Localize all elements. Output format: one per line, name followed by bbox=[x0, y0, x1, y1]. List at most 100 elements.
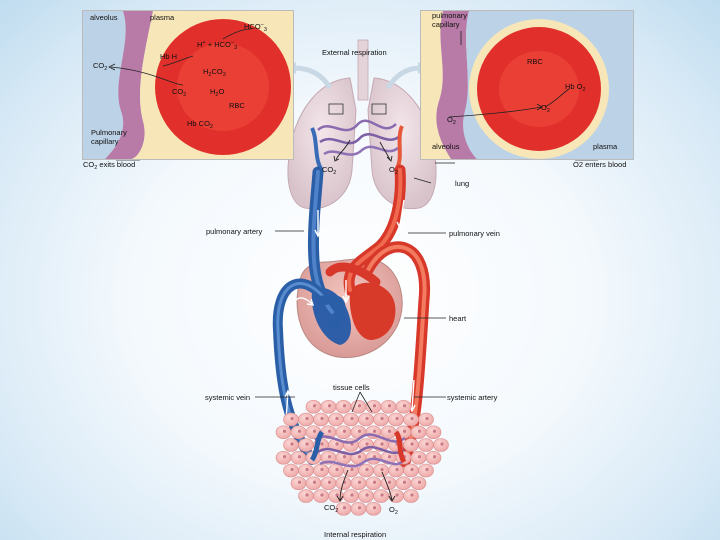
tissue-cell-nucleus bbox=[357, 480, 362, 484]
tissue-cell-nucleus bbox=[312, 404, 317, 408]
tissue-cell-nucleus bbox=[357, 455, 362, 459]
tissue-cell-nucleus bbox=[372, 506, 377, 510]
label-hb-o2: Hb O2 bbox=[565, 82, 586, 93]
tissue-cell-nucleus bbox=[395, 467, 399, 472]
tissue-cell-nucleus bbox=[327, 480, 332, 484]
tissue-cell-nucleus bbox=[282, 455, 287, 459]
right-inset-panel bbox=[420, 10, 634, 160]
label-systemic-vein: systemic vein bbox=[205, 393, 251, 402]
tissue-cell-nucleus bbox=[440, 442, 444, 446]
tissue-cell-nucleus bbox=[365, 416, 369, 421]
tissue-cell-nucleus bbox=[402, 429, 407, 433]
label-co2-exits-blood: CO2 exits blood bbox=[83, 160, 136, 171]
label-pulmonary-capillary-left: Pulmonary capillary bbox=[91, 128, 127, 146]
tissue-cell-nucleus bbox=[335, 467, 339, 472]
tissue-cell-nucleus bbox=[342, 455, 347, 459]
label-o2-tissue: O2 bbox=[389, 505, 398, 516]
tissue-cell-nucleus bbox=[395, 493, 399, 497]
tissue-cell-nucleus bbox=[305, 467, 309, 472]
tissue-cell-nucleus bbox=[290, 467, 294, 472]
tissue-cell-nucleus bbox=[320, 442, 324, 446]
tissue-cell-nucleus bbox=[357, 429, 362, 433]
tissue-cell-nucleus bbox=[417, 480, 422, 484]
tissue-cell-nucleus bbox=[342, 506, 347, 510]
label-heart: heart bbox=[449, 314, 467, 323]
gas-exchange-arrows bbox=[333, 139, 396, 502]
tissue-cell-nucleus bbox=[312, 429, 317, 433]
tissue-cell-nucleus bbox=[305, 493, 309, 497]
tissue-cell-nucleus bbox=[357, 506, 362, 510]
tissue-cell-nucleus bbox=[350, 467, 354, 472]
tissue-cell-nucleus bbox=[372, 404, 377, 408]
tissue-cell-nucleus bbox=[357, 404, 362, 408]
tissue-cell-nucleus bbox=[327, 429, 332, 433]
label-hb-co2: Hb CO2 bbox=[187, 119, 213, 130]
tissue-capillary-network bbox=[309, 430, 407, 468]
tissue-cell-nucleus bbox=[335, 442, 339, 446]
tissue-cell-nucleus bbox=[380, 442, 384, 446]
label-alveolus-right: alveolus bbox=[432, 142, 460, 151]
tissue-cell-nucleus bbox=[417, 455, 422, 459]
tissue-cell-nucleus bbox=[290, 416, 294, 421]
label-internal-respiration: Internal respiration bbox=[324, 530, 387, 539]
tissue-cell-nucleus bbox=[387, 429, 392, 433]
tissue-cell-nucleus bbox=[425, 416, 429, 421]
label-external-respiration: External respiration bbox=[322, 48, 387, 57]
tissue-cell-nucleus bbox=[410, 467, 414, 472]
left-inset-panel bbox=[82, 10, 294, 160]
label-o2-alveolus: O2 bbox=[447, 115, 456, 126]
label-plasma-right: plasma bbox=[593, 142, 618, 151]
tissue-cell-nucleus bbox=[290, 442, 294, 446]
tissue-cell-nucleus bbox=[380, 416, 384, 421]
lung-zoom-box-right bbox=[371, 103, 387, 115]
leader-lines bbox=[116, 159, 598, 413]
tissue-cell-nucleus bbox=[417, 429, 422, 433]
tissue-cell-nucleus bbox=[305, 416, 309, 421]
label-h2o: H2O bbox=[210, 87, 225, 98]
label-alveolus-left: alveolus bbox=[90, 13, 118, 22]
label-pulmonary-vein: pulmonary vein bbox=[449, 229, 500, 238]
tissue-cell-nucleus bbox=[395, 416, 399, 421]
label-co2-tissue: CO2 bbox=[324, 503, 339, 514]
tissue-cell-nucleus bbox=[402, 404, 407, 408]
tissue-cell-nucleus bbox=[350, 416, 354, 421]
lung-zoom-box-left bbox=[328, 103, 344, 115]
tissue-cells bbox=[275, 399, 449, 516]
label-o2-enters-blood: O2 enters blood bbox=[573, 160, 627, 169]
tissue-cell-nucleus bbox=[312, 480, 317, 484]
label-h2co3: H2CO3 bbox=[203, 67, 226, 78]
tissue-cell-nucleus bbox=[342, 429, 347, 433]
tissue-cell-nucleus bbox=[305, 442, 309, 446]
label-o2-lung: O2 bbox=[389, 165, 398, 176]
tissue-cell-nucleus bbox=[297, 455, 302, 459]
tissue-cell-nucleus bbox=[432, 429, 437, 433]
label-lung: lung bbox=[455, 179, 470, 188]
tissue-cell-nucleus bbox=[387, 404, 392, 408]
label-co2-in: CO2 bbox=[172, 87, 187, 98]
tissue-cell-nucleus bbox=[425, 442, 429, 446]
tissue-cell-nucleus bbox=[282, 429, 287, 433]
tissue-cell-nucleus bbox=[365, 467, 369, 472]
label-plasma-left: plasma bbox=[150, 13, 175, 22]
tissue-cell-nucleus bbox=[342, 404, 347, 408]
label-tissue-cells: tissue cells bbox=[333, 383, 370, 392]
tissue-cell-nucleus bbox=[425, 467, 429, 472]
label-systemic-artery: systemic artery bbox=[447, 393, 498, 402]
label-rbc-left: RBC bbox=[229, 101, 245, 110]
tissue-cell-nucleus bbox=[410, 442, 414, 446]
tissue-cell-nucleus bbox=[432, 455, 437, 459]
tissue-cell-nucleus bbox=[297, 480, 302, 484]
label-o2-rbc: O2 bbox=[541, 103, 550, 114]
tissue-cell-nucleus bbox=[402, 480, 407, 484]
lungs bbox=[287, 39, 437, 210]
tissue-cell-nucleus bbox=[335, 416, 339, 421]
label-co2-lung: CO2 bbox=[322, 165, 337, 176]
tissue-cell-nucleus bbox=[372, 455, 377, 459]
tissue-cell-nucleus bbox=[372, 480, 377, 484]
tissue-cell-nucleus bbox=[350, 493, 354, 497]
tissue-cell-nucleus bbox=[327, 455, 332, 459]
label-pulmonary-artery: pulmonary artery bbox=[206, 227, 263, 236]
tissue-cell-nucleus bbox=[320, 416, 324, 421]
external-respiration-arrows bbox=[286, 62, 428, 90]
